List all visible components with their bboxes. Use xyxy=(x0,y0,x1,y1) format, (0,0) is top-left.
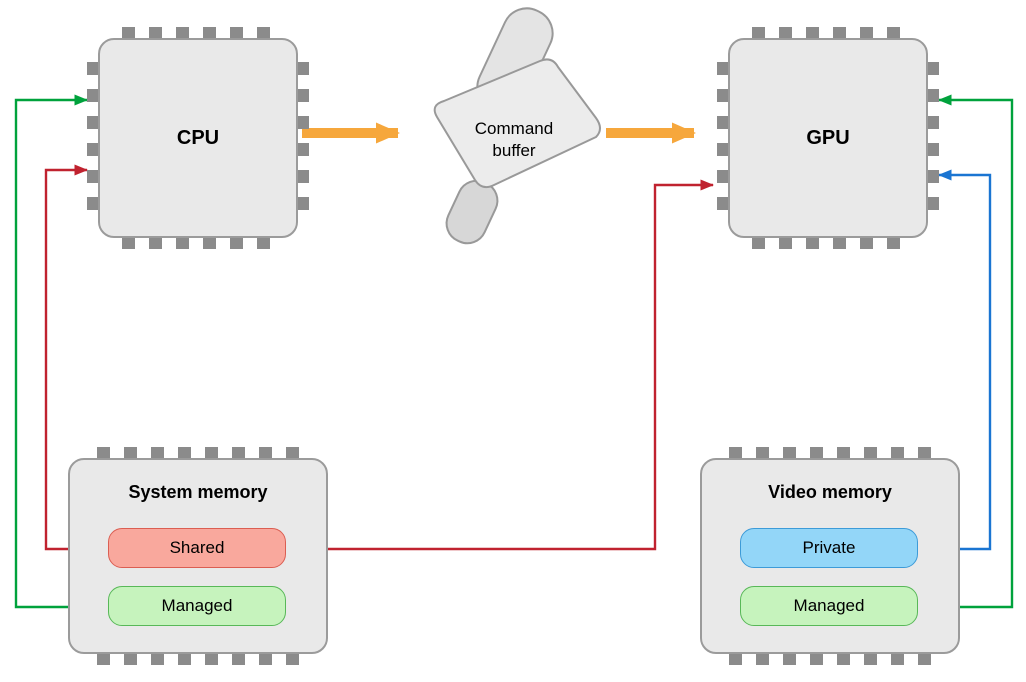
system-memory-chip: System memory Shared Managed xyxy=(68,447,328,665)
cpu-pins-bottom xyxy=(122,238,270,249)
arrow-gpu-system-shared xyxy=(291,179,714,555)
gpu-pins-right xyxy=(928,62,939,210)
video-memory-pins-top xyxy=(729,447,931,458)
cpu-pins-left xyxy=(87,62,98,210)
system-memory-pins-bottom xyxy=(97,654,299,665)
scroll-body xyxy=(433,58,601,189)
command-buffer-label: Command buffer xyxy=(474,119,554,161)
system-memory-managed-slot: Managed xyxy=(108,586,286,626)
arrow-cpu-system-managed xyxy=(14,94,107,613)
system-memory-pins-top xyxy=(97,447,299,458)
gpu-chip: GPU xyxy=(717,27,939,249)
system-memory-shared-slot: Shared xyxy=(108,528,286,568)
arrow-gpu-video-managed xyxy=(923,94,1014,613)
video-memory-chip: Video memory Private Managed xyxy=(700,447,960,665)
gpu-label: GPU xyxy=(806,126,850,149)
system-memory-title: System memory xyxy=(128,482,268,502)
cpu-label: CPU xyxy=(176,126,220,149)
cpu-pins-top xyxy=(122,27,270,38)
video-memory-private-slot: Private xyxy=(740,528,918,568)
cpu-pins-right xyxy=(298,62,309,210)
gpu-pins-top xyxy=(752,27,900,38)
gpu-pins-bottom xyxy=(752,238,900,249)
cpu-chip: CPU xyxy=(87,27,309,249)
video-memory-pins-bottom xyxy=(729,654,931,665)
gpu-pins-left xyxy=(717,62,728,210)
video-memory-managed-slot: Managed xyxy=(740,586,918,626)
video-memory-title: Video memory xyxy=(768,482,892,502)
